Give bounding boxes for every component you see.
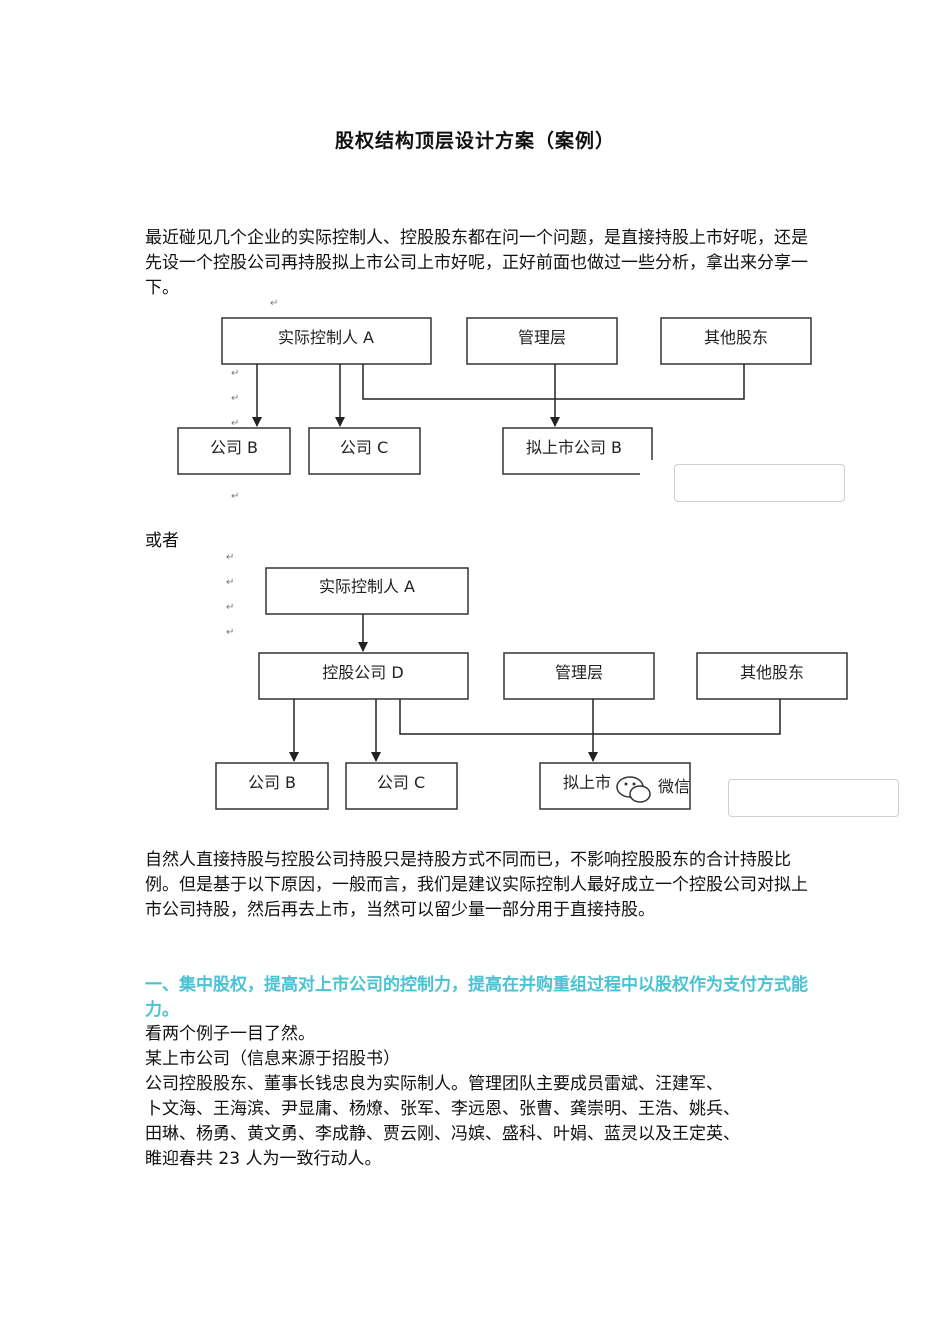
management-box-2 bbox=[503, 652, 655, 700]
management-label-2: 管理层 bbox=[555, 663, 603, 682]
section-heading-1: 一、集中股权，提高对上市公司的控制力，提高在并购重组过程中以股权作为支付方式能力… bbox=[145, 975, 808, 1020]
other-shareholders-label: 其他股东 bbox=[704, 328, 768, 347]
svg-text:↵: ↵ bbox=[231, 418, 239, 429]
ipo-company-box-2 bbox=[539, 762, 691, 810]
management-box bbox=[466, 317, 618, 365]
svg-text:↵: ↵ bbox=[226, 602, 234, 613]
overlay-box-2 bbox=[728, 779, 899, 817]
body-line-4: 卜文海、王海滨、尹显庸、杨燎、张军、李远恩、张曹、龚崇明、王浩、姚兵、 bbox=[145, 1099, 740, 1119]
svg-text:↵: ↵ bbox=[270, 298, 278, 309]
company-b-label-2: 公司 B bbox=[248, 773, 296, 792]
controller-label-2: 实际控制人 A bbox=[319, 577, 415, 596]
other-shareholders-label-2: 其他股东 bbox=[740, 663, 804, 682]
document-title: 股权结构顶层设计方案（案例） bbox=[334, 130, 615, 152]
svg-text:↵: ↵ bbox=[226, 627, 234, 638]
other-shareholders-box bbox=[660, 317, 812, 365]
svg-text:↵: ↵ bbox=[231, 368, 239, 379]
wechat-watermark-icon bbox=[616, 776, 651, 803]
body-line-5: 田琳、杨勇、黄文勇、李成静、贾云刚、冯嫔、盛科、叶娟、蓝灵以及王定英、 bbox=[145, 1124, 740, 1144]
body-line-3: 公司控股股东、董事长钱忠良为实际制人。管理团队主要成员雷斌、汪建军、 bbox=[145, 1074, 723, 1094]
other-shareholders-box-2 bbox=[696, 652, 848, 700]
watermark-text: 微信 bbox=[658, 777, 690, 796]
company-c-label-2: 公司 C bbox=[377, 773, 425, 792]
ipo-company-box bbox=[502, 427, 653, 475]
company-b-box-2 bbox=[215, 762, 329, 810]
overlay-box-1 bbox=[674, 464, 845, 502]
body-line-2: 某上市公司（信息来源于招股书） bbox=[145, 1049, 400, 1069]
ipo-company-label: 拟上市公司 B bbox=[526, 438, 622, 457]
company-c-label: 公司 C bbox=[340, 438, 388, 457]
controller-box bbox=[221, 317, 432, 365]
company-c-box bbox=[308, 427, 421, 475]
body-line-6: 睢迎春共 23 人为一致行动人。 bbox=[145, 1149, 382, 1169]
ownership-diagram-direct: 实际控制人 A 管理层 其他股东 公司 B 公司 C 拟上市公司 B ↵ ↵ ↵… bbox=[177, 298, 812, 502]
holding-company-label: 控股公司 D bbox=[322, 663, 403, 682]
company-b-box bbox=[177, 427, 291, 475]
svg-text:↵: ↵ bbox=[231, 491, 239, 502]
svg-text:↵: ↵ bbox=[231, 393, 239, 404]
paragraph-2: 自然人直接持股与控股公司持股只是持股方式不同而已，不影响控股股东的合计持股比例。… bbox=[145, 850, 808, 920]
intro-paragraph: 最近碰见几个企业的实际控制人、控股股东都在问一个问题，是直接持股上市好呢，还是先… bbox=[145, 228, 808, 298]
ownership-diagram-holding: 实际控制人 A 控股公司 D 管理层 其他股东 公司 B 公司 C 拟上市 微信… bbox=[215, 552, 848, 810]
body-line-1: 看两个例子一目了然。 bbox=[145, 1024, 315, 1044]
or-text: 或者 bbox=[145, 531, 179, 551]
controller-label: 实际控制人 A bbox=[278, 328, 374, 347]
company-c-box-2 bbox=[345, 762, 458, 810]
management-label: 管理层 bbox=[518, 328, 566, 347]
holding-company-box bbox=[258, 652, 469, 700]
ipo-company-label-2: 拟上市 bbox=[563, 773, 611, 792]
company-b-label: 公司 B bbox=[210, 438, 258, 457]
svg-text:↵: ↵ bbox=[226, 552, 234, 563]
controller-box-2 bbox=[265, 567, 469, 615]
svg-text:↵: ↵ bbox=[226, 577, 234, 588]
